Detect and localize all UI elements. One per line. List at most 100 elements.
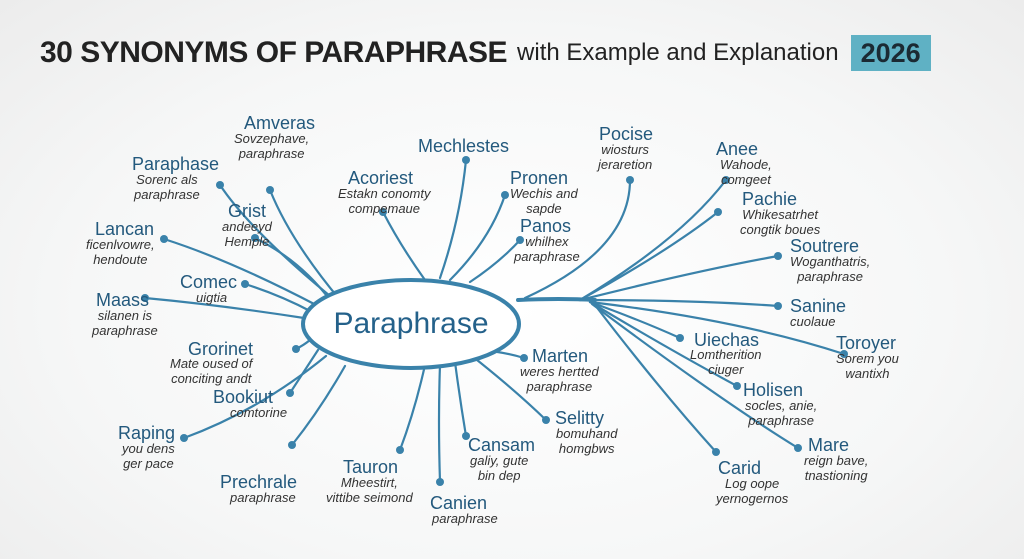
branch-line bbox=[268, 188, 342, 302]
node-description: uigtia bbox=[196, 290, 228, 305]
node-title: Mare bbox=[808, 435, 850, 455]
branch-endpoint-dot bbox=[436, 478, 444, 486]
branch-line bbox=[290, 364, 347, 447]
branch-line bbox=[437, 363, 442, 484]
node-description: wiosturs jeraretion bbox=[598, 142, 653, 172]
branch-line bbox=[448, 193, 507, 282]
branch-endpoint-dot bbox=[520, 354, 528, 362]
node-title: Grorinet bbox=[188, 339, 254, 359]
branch-line bbox=[578, 254, 780, 302]
branch-endpoint-dot bbox=[292, 345, 300, 353]
node-title: Comec bbox=[180, 272, 238, 292]
node-description: Mate oused of conciting andt bbox=[170, 356, 253, 386]
node-description: Log oope yernogernos bbox=[716, 476, 789, 506]
branch-endpoint-dot bbox=[251, 234, 259, 242]
node-title: Cansam bbox=[468, 435, 536, 455]
branch-line bbox=[578, 210, 720, 302]
branch-endpoint-dot bbox=[516, 236, 524, 244]
branch-line bbox=[593, 303, 718, 454]
node-description: Lomtherition ciuger bbox=[690, 347, 762, 377]
node-description: Mheestirt, vittibe seimond bbox=[326, 475, 413, 505]
node-title: Soutrere bbox=[790, 236, 860, 256]
branch-line bbox=[588, 300, 739, 388]
branch-endpoint-dot bbox=[733, 382, 741, 390]
node-title: Pronen bbox=[510, 168, 569, 188]
node-title: Carid bbox=[718, 458, 762, 478]
node-description: paraphrase bbox=[230, 490, 296, 505]
branch-endpoint-dot bbox=[774, 252, 782, 260]
node-title: Grist bbox=[228, 201, 266, 221]
branch-endpoint-dot bbox=[462, 432, 470, 440]
node-title: Sanine bbox=[790, 296, 847, 316]
node-description: silanen is paraphrase bbox=[92, 308, 158, 338]
node-title: Raping bbox=[118, 423, 176, 443]
branch-endpoint-dot bbox=[180, 434, 188, 442]
node-description: comtorine bbox=[230, 405, 288, 420]
branch-line bbox=[438, 158, 468, 280]
branch-line bbox=[578, 178, 728, 302]
node-description: cuolaue bbox=[790, 314, 836, 329]
node-title: Anee bbox=[716, 139, 759, 159]
year-badge: 2026 bbox=[850, 35, 931, 71]
node-title: Maass bbox=[96, 290, 150, 310]
title-subtitle: with Example and Explanation bbox=[517, 39, 839, 66]
node-description: you dens ger pace bbox=[122, 441, 175, 471]
node-title: Bookiut bbox=[213, 387, 274, 407]
branch-endpoint-dot bbox=[714, 208, 722, 216]
node-title: Lancan bbox=[95, 219, 155, 239]
node-description: Woganthatris, paraphrase bbox=[790, 254, 871, 284]
branch-endpoint-dot bbox=[286, 389, 294, 397]
branch-endpoint-dot bbox=[379, 208, 387, 216]
node-title: Marten bbox=[532, 346, 589, 366]
branch-line bbox=[243, 282, 314, 314]
node-title: Mechlestes bbox=[418, 136, 510, 156]
node-description: socles, anie, paraphrase bbox=[745, 398, 818, 428]
node-title: Selitty bbox=[555, 408, 605, 428]
node-description: Whikesatrhet congtik boues bbox=[740, 207, 821, 237]
branch-line bbox=[578, 298, 780, 308]
node-title: Pocise bbox=[599, 124, 654, 144]
node-description: Estakn conomty compemaue bbox=[338, 186, 431, 216]
branch-line bbox=[288, 348, 320, 395]
branch-line bbox=[381, 210, 427, 282]
branch-line bbox=[468, 238, 522, 284]
node-description: paraphrase bbox=[432, 511, 498, 526]
branch-endpoint-dot bbox=[462, 156, 470, 164]
branch-line bbox=[182, 354, 328, 440]
branch-line bbox=[253, 236, 332, 302]
branch-endpoint-dot bbox=[241, 280, 249, 288]
branch-line bbox=[453, 360, 468, 438]
node-description: Wahode, comgeet bbox=[720, 157, 772, 187]
node-description: galiy, gute bin dep bbox=[470, 453, 529, 483]
branch-line bbox=[143, 296, 306, 320]
center-node-label: Paraphrase bbox=[333, 307, 489, 340]
branch-line bbox=[398, 363, 427, 452]
branch-endpoint-dot bbox=[542, 416, 550, 424]
node-description: Wechis and sapde bbox=[510, 186, 578, 216]
branch-endpoint-dot bbox=[288, 441, 296, 449]
title-bold: 30 SYNONYMS OF PARAPHRASE bbox=[40, 36, 508, 69]
node-title: Tauron bbox=[343, 457, 399, 477]
node-description: reign bave, tnastioning bbox=[804, 453, 869, 483]
node-description: ficenlvowre, hendoute bbox=[86, 237, 155, 267]
center-node-ellipse bbox=[301, 278, 521, 370]
branch-line bbox=[218, 183, 332, 298]
node-title: Panos bbox=[520, 216, 572, 236]
branch-line bbox=[523, 178, 632, 300]
branch-endpoint-dot bbox=[676, 334, 684, 342]
node-description: Sovzephave, paraphrase bbox=[234, 131, 310, 161]
branch-line bbox=[162, 237, 320, 308]
node-description: Sorenc als paraphrase bbox=[134, 172, 200, 202]
branch-endpoint-dot bbox=[216, 181, 224, 189]
branch-endpoint-dot bbox=[840, 350, 848, 358]
node-title: Acoriest bbox=[348, 168, 414, 188]
node-description: whilhex paraphrase bbox=[514, 234, 580, 264]
node-description: Sorem you wantixh bbox=[836, 351, 899, 381]
branch-endpoint-dot bbox=[794, 444, 802, 452]
branch-endpoint-dot bbox=[266, 186, 274, 194]
branch-line bbox=[588, 300, 682, 340]
branch-endpoint-dot bbox=[626, 176, 634, 184]
node-description: weres hertted paraphrase bbox=[520, 364, 599, 394]
branch-endpoint-dot bbox=[160, 235, 168, 243]
branch-line bbox=[590, 302, 800, 450]
